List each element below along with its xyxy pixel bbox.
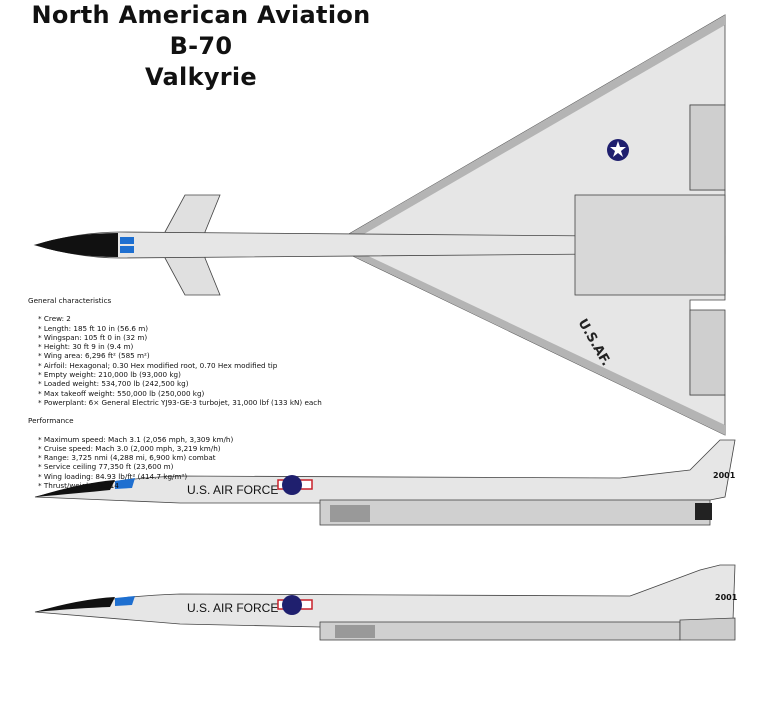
nose-radome [35,233,118,257]
performance-heading: Performance [28,416,74,426]
spec-item: * Airfoil: Hexagonal; 0.30 Hex modified … [38,360,278,370]
canopy [115,596,135,606]
side-view-2: U.S. AIR FORCE 2001 [34,564,738,641]
ventral-fin [679,617,736,641]
roundel-star [610,141,626,157]
spec-item: * Height: 30 ft 9 in (9.4 m) [38,342,134,352]
fuselage-side [34,564,736,628]
spec-item: * Range: 3,725 nmi (4,288 mi, 6,900 km) … [38,453,216,463]
spec-item: * Maximum speed: Mach 3.1 (2,056 mph, 3,… [38,434,234,444]
title-line-1: North American Aviation B-70 [31,1,371,60]
exhaust [695,503,712,520]
spec-item: * Thrust/weight: 0.314 [38,481,119,491]
spec-item: * Wing area: 6,296 ft² (585 m²) [38,351,150,361]
spec-item: * Empty weight: 210,000 lb (93,000 kg) [38,370,181,380]
page-title: North American Aviation B-70 Valkyrie [26,0,376,93]
spec-item: * Service ceiling 77,350 ft (23,600 m) [38,462,174,472]
fuselage-marking: U.S. AIR FORCE [187,601,278,615]
wingtip-bottom [689,309,726,396]
fuselage-marking: U.S. AIR FORCE [187,483,278,497]
specifications: General characteristics * Crew: 2 * Leng… [28,296,322,499]
spec-item: * Powerplant: 6× General Electric YJ93-G… [38,397,322,407]
general-heading: General characteristics [28,296,112,305]
spec-item: * Wing loading: 84.93 lb/ft² (414.7 kg/m… [38,471,188,481]
general-list: * Crew: 2 * Length: 185 ft 10 in (56.6 m… [28,314,322,407]
spec-item: * Max takeoff weight: 550,000 lb (250,00… [38,388,205,398]
nose-radome [35,597,115,612]
wing-leading-edge-top [330,15,725,245]
engine-box [319,499,711,526]
tail-number: 2001 [713,471,736,480]
intake [335,625,375,638]
nose-radome [35,480,115,497]
top-view: U.S.AF. [33,14,726,436]
canopy [115,478,135,489]
spec-item: * Crew: 2 [38,314,71,324]
spec-item: * Length: 185 ft 10 in (56.6 m) [38,323,149,333]
cockpit-window [120,237,134,244]
wing-leading-edge-bottom [330,245,725,435]
performance-list: * Maximum speed: Mach 3.1 (2,056 mph, 3,… [28,435,322,491]
spec-item: * Cruise speed: Mach 3.0 (2,000 mph, 3,2… [38,443,221,453]
side-view-1: U.S. AIR FORCE 2001 [34,439,736,526]
cockpit-window [120,246,134,253]
fuselage-roundel [282,475,302,495]
tail-number: 2001 [715,593,738,602]
fuselage-roundel [282,595,302,615]
intake [330,505,370,522]
wingtip-top [689,104,726,191]
spec-item: * Wingspan: 105 ft 0 in (32 m) [38,332,148,342]
engine-bay [574,194,726,296]
title-line-2: Valkyrie [144,63,258,91]
spec-item: * Loaded weight: 534,700 lb (242,500 kg) [38,379,189,389]
